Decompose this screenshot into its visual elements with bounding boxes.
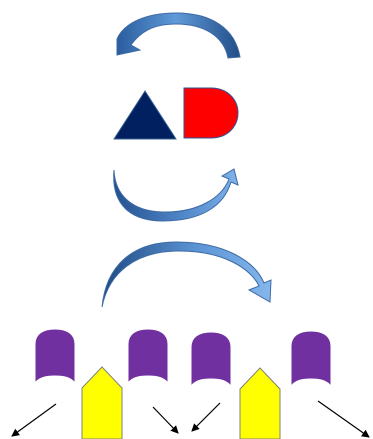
pointer-icon-1 bbox=[11, 403, 57, 437]
tab-shape-2 bbox=[127, 328, 169, 385]
tab-shape-3 bbox=[190, 331, 232, 388]
pointer-icon-4 bbox=[317, 400, 370, 438]
up-pentagon-shape-1 bbox=[81, 366, 123, 439]
middle-curved-arrow-icon bbox=[113, 168, 239, 222]
top-curved-arrow-icon bbox=[116, 12, 241, 59]
d-shape bbox=[183, 87, 239, 139]
pointer-icon-2 bbox=[152, 406, 179, 434]
wide-curved-arrow-icon bbox=[101, 241, 272, 308]
triangle-shape bbox=[113, 90, 177, 140]
up-pentagon-shape-2 bbox=[239, 367, 281, 439]
tab-shape-1 bbox=[34, 328, 76, 385]
tab-shape-4 bbox=[290, 330, 332, 388]
pointer-icon-3 bbox=[191, 402, 221, 432]
